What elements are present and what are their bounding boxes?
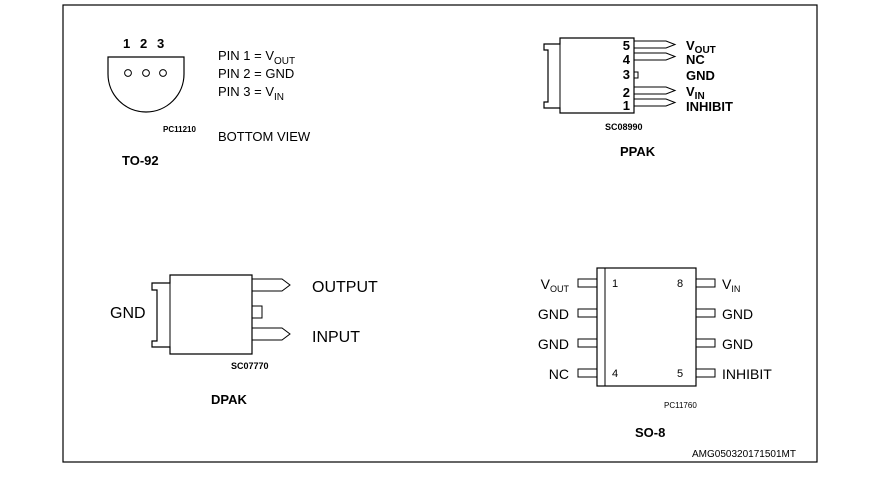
so8-left-pin2-label: GND <box>538 306 569 322</box>
to92-lead-3 <box>159 69 167 77</box>
so8-package: 1 8 4 5 VOUT GND GND NC VIN GND GND INHI… <box>538 267 772 440</box>
to92-code: PC11210 <box>163 125 196 134</box>
to92-package: 1 2 3 PIN 1 = VOUT PIN 2 = GND PIN 3 = V… <box>107 36 311 168</box>
to92-pin-number-2: 2 <box>140 36 147 51</box>
ppak-package: 5 4 3 2 1 VOUT NC GND VIN INHIBIT SC0899… <box>543 37 733 159</box>
outer-frame <box>62 4 818 463</box>
ppak-code: SC08990 <box>605 122 643 132</box>
so8-right-pin7-label: GND <box>722 306 753 322</box>
so8-lead-3 <box>577 338 598 348</box>
ppak-title: PPAK <box>620 144 656 159</box>
figure-code: AMG050320171501MT <box>692 449 796 460</box>
so8-pin-number-5: 5 <box>677 368 683 380</box>
ppak-pin-number-5: 5 <box>623 38 630 53</box>
dpak-body-outline <box>151 274 253 355</box>
dpak-output-label: OUTPUT <box>312 279 378 296</box>
ppak-pin3-label: GND <box>686 68 715 83</box>
ppak-pin-number-4: 4 <box>623 52 631 67</box>
ppak-pin2-label: VIN <box>686 84 705 102</box>
so8-right-pin8-label: VIN <box>722 276 740 294</box>
dpak-output-lead <box>252 278 291 292</box>
so8-body-outline <box>596 267 697 387</box>
so8-lead-1 <box>577 278 598 288</box>
so8-lead-2 <box>577 308 598 318</box>
ppak-pin-number-2: 2 <box>623 85 630 100</box>
so8-right-pin6-label: GND <box>722 336 753 352</box>
ppak-lead-2 <box>634 86 677 95</box>
so8-lead-5 <box>695 368 716 378</box>
dpak-center-stub <box>251 305 263 319</box>
to92-lead-2 <box>142 69 150 77</box>
so8-left-pin4-label: NC <box>549 366 569 382</box>
ppak-body-outline <box>543 37 635 114</box>
so8-lead-4 <box>577 368 598 378</box>
ppak-pin4-label: NC <box>686 52 705 67</box>
to92-title: TO-92 <box>122 153 159 168</box>
so8-lead-7 <box>695 308 716 318</box>
so8-pin-number-8: 8 <box>677 278 683 290</box>
to92-pin2-label: PIN 2 = GND <box>218 66 294 81</box>
dpak-package: GND OUTPUT INPUT SC07770 DPAK <box>110 274 378 407</box>
ppak-pin-number-1: 1 <box>623 98 630 113</box>
to92-view-label: BOTTOM VIEW <box>218 129 311 144</box>
so8-left-pin1-label: VOUT <box>541 276 570 294</box>
dpak-input-lead <box>252 327 291 341</box>
to92-pin-number-1: 1 <box>123 36 130 51</box>
ppak-pin-number-3: 3 <box>623 67 630 82</box>
dpak-input-label: INPUT <box>312 329 360 346</box>
to92-pin3-label: PIN 3 = VIN <box>218 84 284 103</box>
ppak-lead-4 <box>634 52 677 61</box>
so8-lead-6 <box>695 338 716 348</box>
to92-lead-1 <box>124 69 132 77</box>
so8-pin-number-4: 4 <box>612 368 618 380</box>
so8-lead-8 <box>695 278 716 288</box>
to92-pin-number-3: 3 <box>157 36 164 51</box>
dpak-gnd-label: GND <box>110 305 146 322</box>
ppak-lead-5 <box>634 40 677 49</box>
ppak-pin1-label: INHIBIT <box>686 99 733 114</box>
so8-right-pin5-label: INHIBIT <box>722 366 772 382</box>
to92-body-outline <box>107 56 185 113</box>
dpak-code: SC07770 <box>231 361 269 371</box>
ppak-pin5-label: VOUT <box>686 38 716 56</box>
dpak-title: DPAK <box>211 392 247 407</box>
so8-title: SO-8 <box>635 425 665 440</box>
ppak-lead-3-stub <box>633 71 639 79</box>
to92-pin1-label: PIN 1 = VOUT <box>218 48 295 67</box>
so8-pin-number-1: 1 <box>612 278 618 290</box>
so8-left-pin3-label: GND <box>538 336 569 352</box>
ppak-lead-1 <box>634 98 677 107</box>
so8-code: PC11760 <box>664 401 697 410</box>
